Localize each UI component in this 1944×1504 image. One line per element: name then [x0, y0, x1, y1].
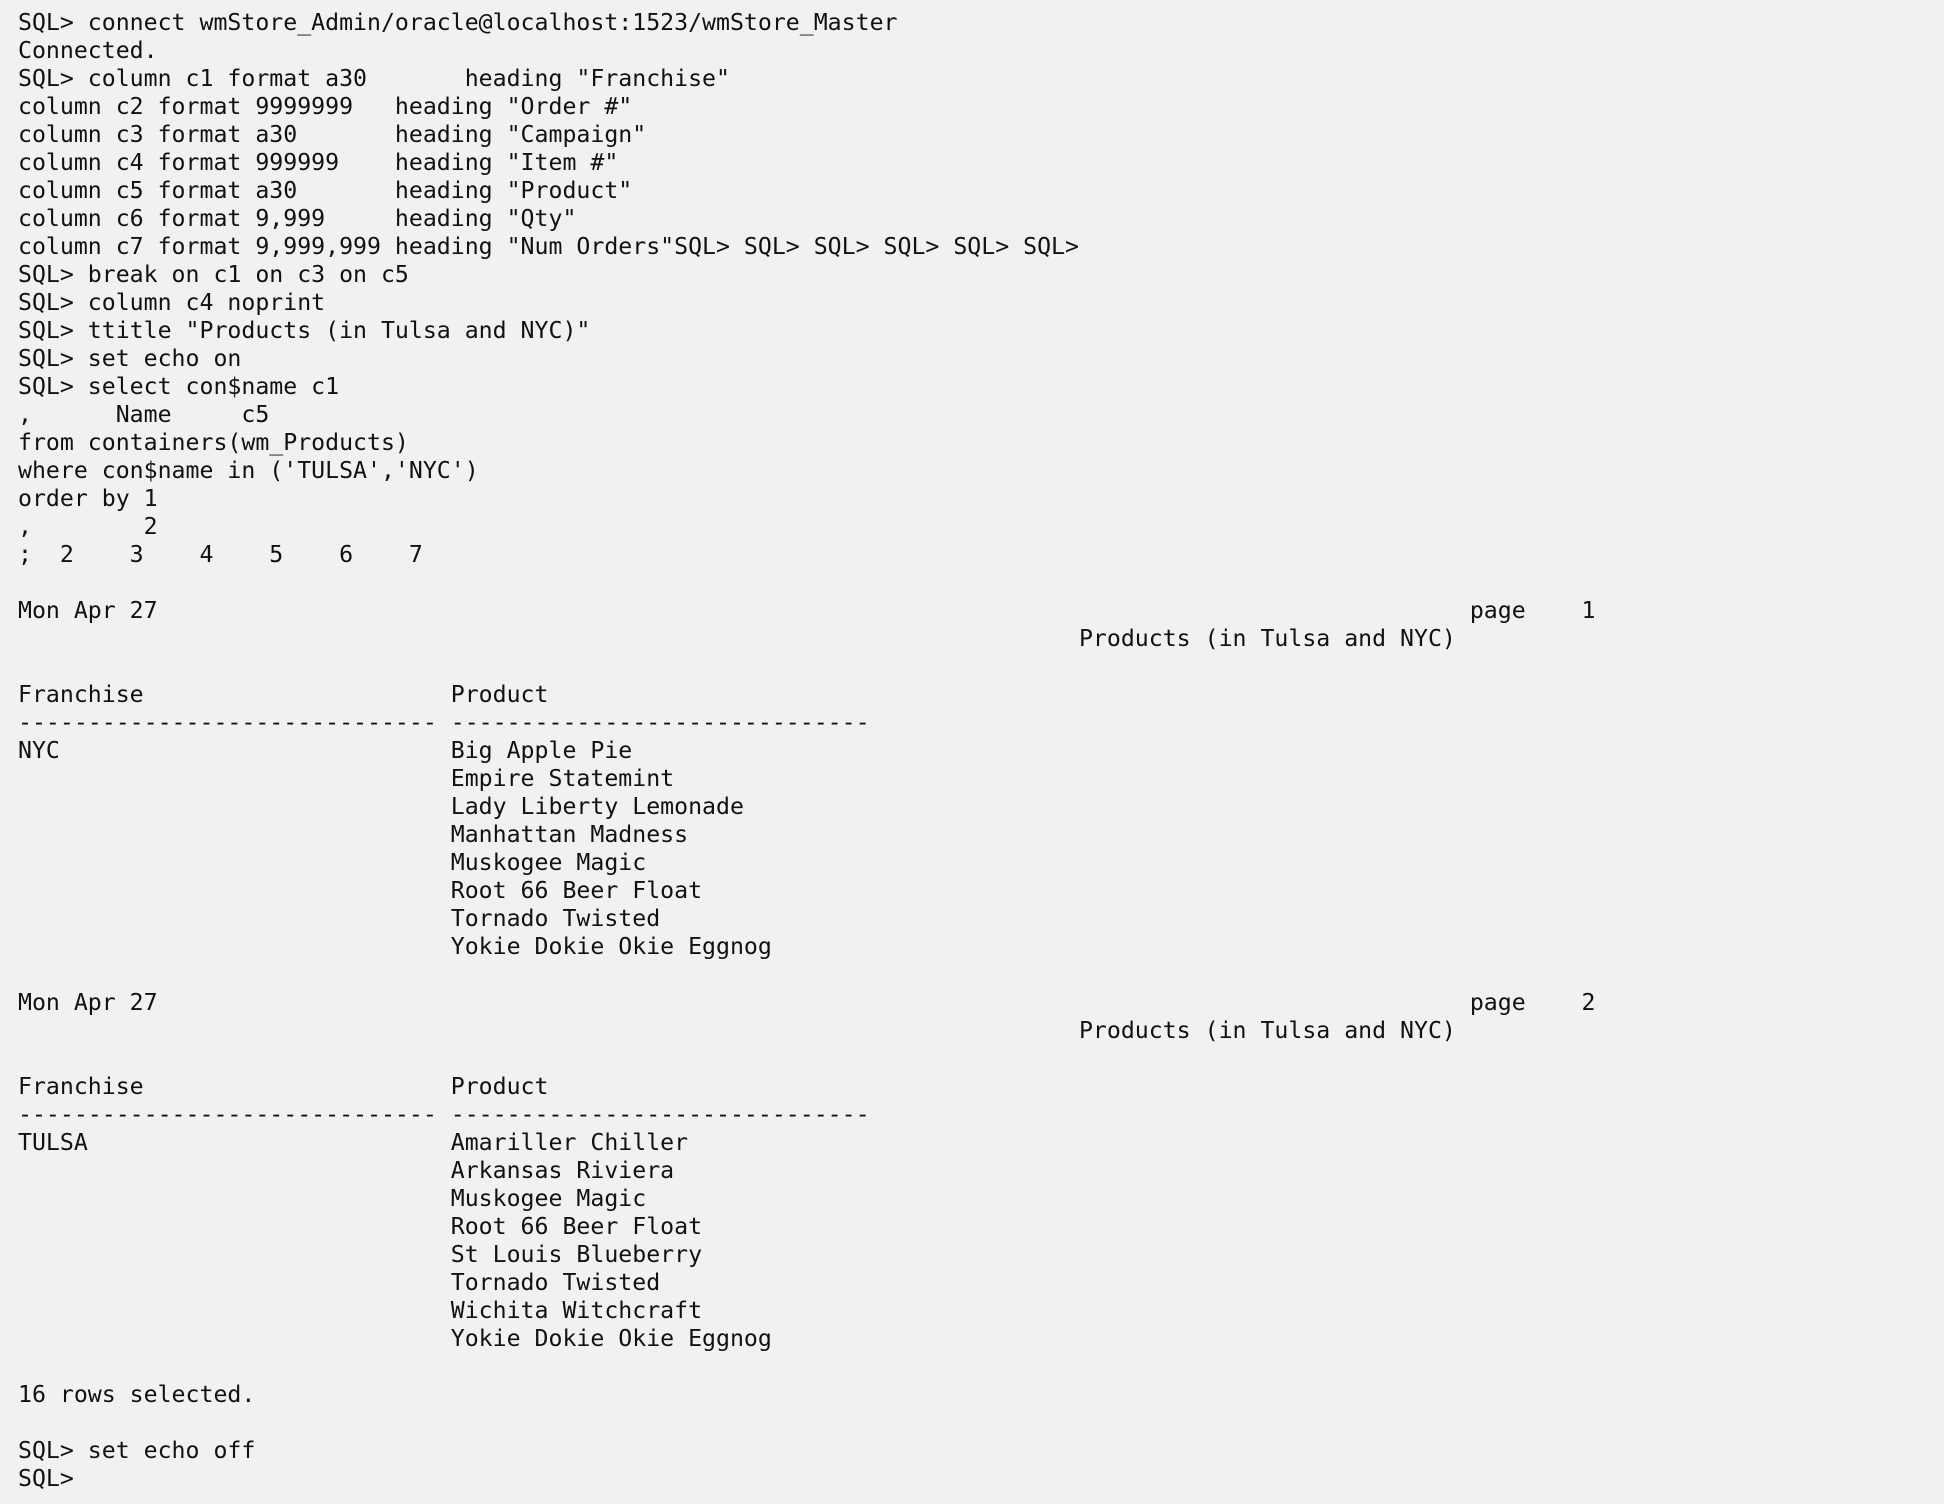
terminal-line: Root 66 Beer Float — [18, 1213, 703, 1240]
terminal-line: Empire Statemint — [18, 765, 675, 792]
terminal-line: column c6 format 9,999 heading "Qty" — [18, 205, 577, 232]
terminal-line: Muskogee Magic — [18, 849, 647, 876]
terminal-line: Yokie Dokie Okie Eggnog — [18, 933, 772, 960]
terminal-line: SQL> ttitle "Products (in Tulsa and NYC)… — [18, 317, 591, 344]
terminal-line: SQL> column c4 noprint — [18, 289, 326, 316]
terminal-line — [18, 961, 1944, 989]
terminal-line — [18, 1045, 1944, 1073]
terminal-line: SQL> connect wmStore_Admin/oracle@localh… — [18, 9, 898, 36]
terminal-line: column c7 format 9,999,999 heading "Num … — [18, 233, 1079, 260]
terminal-line: SQL> break on c1 on c3 on c5 — [18, 261, 409, 288]
terminal-line: column c5 format a30 heading "Product" — [18, 177, 633, 204]
terminal-line: Arkansas Riviera — [18, 1157, 675, 1184]
terminal-line: where con$name in ('TULSA','NYC') — [18, 457, 479, 484]
terminal-line: SQL> — [18, 1465, 88, 1492]
terminal-line: ; 2 3 4 5 6 7 — [18, 541, 423, 568]
terminal-line: order by 1 — [18, 485, 158, 512]
terminal-line: Tornado Twisted — [18, 1269, 661, 1296]
terminal-line: column c4 format 999999 heading "Item #" — [18, 149, 619, 176]
terminal-line: from containers(wm_Products) — [18, 429, 409, 456]
terminal-line: SQL> select con$name c1 — [18, 373, 340, 400]
terminal-line: Muskogee Magic — [18, 1185, 647, 1212]
terminal-line: Manhattan Madness — [18, 821, 689, 848]
terminal-line: Franchise Product — [18, 1073, 549, 1100]
terminal-line: column c2 format 9999999 heading "Order … — [18, 93, 633, 120]
terminal-line: TULSA Amariller Chiller — [18, 1129, 689, 1156]
terminal-line: Connected. — [18, 37, 158, 64]
terminal-line: Franchise Product — [18, 681, 549, 708]
terminal-line: 16 rows selected. — [18, 1381, 256, 1408]
terminal-line: Root 66 Beer Float — [18, 877, 703, 904]
terminal-line: ------------------------------ ---------… — [18, 709, 870, 736]
terminal-line: Products (in Tulsa and NYC) — [18, 1017, 1456, 1044]
terminal-line: Yokie Dokie Okie Eggnog — [18, 1325, 772, 1352]
terminal-line — [18, 653, 1944, 681]
terminal-line: Tornado Twisted — [18, 905, 661, 932]
terminal-line: , 2 — [18, 513, 158, 540]
terminal-line: Mon Apr 27 page 2 — [18, 989, 1596, 1016]
terminal-line: Wichita Witchcraft — [18, 1297, 703, 1324]
terminal-line: SQL> set echo on — [18, 345, 242, 372]
terminal-line — [18, 569, 1944, 597]
terminal-line: St Louis Blueberry — [18, 1241, 703, 1268]
terminal-line: ------------------------------ ---------… — [18, 1101, 870, 1128]
terminal-line: , Name c5 — [18, 401, 270, 428]
terminal-line: SQL> set echo off — [18, 1437, 256, 1464]
terminal-line: Lady Liberty Lemonade — [18, 793, 744, 820]
terminal-line — [18, 1409, 1944, 1437]
terminal-line: Mon Apr 27 page 1 — [18, 597, 1596, 624]
terminal-line: SQL> column c1 format a30 heading "Franc… — [18, 65, 730, 92]
terminal-line: NYC Big Apple Pie — [18, 737, 633, 764]
terminal-line: column c3 format a30 heading "Campaign" — [18, 121, 647, 148]
terminal-line — [18, 1353, 1944, 1381]
terminal-line: Products (in Tulsa and NYC) — [18, 625, 1456, 652]
